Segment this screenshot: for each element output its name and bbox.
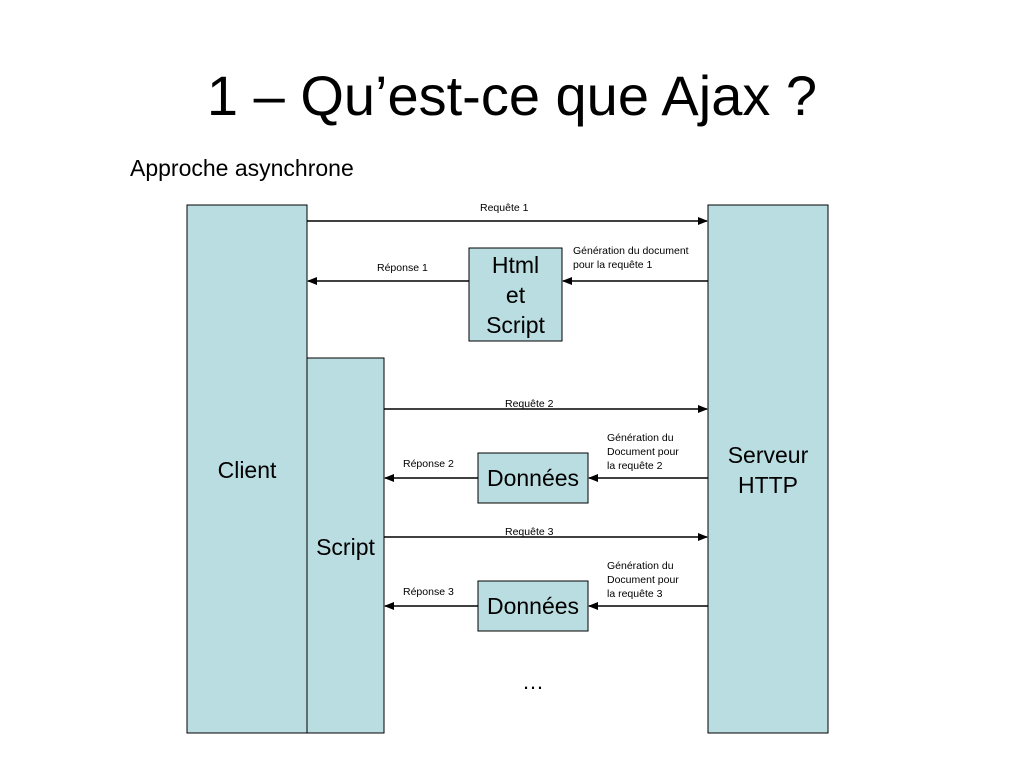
data-box-1-label: Données: [486, 465, 580, 491]
generation-note-2: Génération du Document pour la requête 2: [607, 432, 679, 472]
server-box: [707, 204, 829, 734]
generation-note-3: Génération du Document pour la requête 3: [607, 560, 679, 600]
data-box-2-label: Données: [486, 593, 580, 619]
continuation-ellipsis: …: [522, 669, 544, 694]
generation-note-1: Génération du document pour la requête 1: [573, 245, 689, 271]
response-2-label: Réponse 2: [403, 458, 454, 470]
data-box-1: [477, 452, 589, 504]
request-2-label: Requête 2: [505, 398, 554, 410]
slide-subtitle: Approche asynchrone: [130, 155, 354, 181]
request-3-label: Requête 3: [505, 526, 554, 538]
server-label: Serveur HTTP: [727, 442, 809, 498]
slide-title: 1 – Qu’est-ce que Ajax ?: [206, 64, 818, 127]
html-script-box: [468, 247, 563, 342]
data-box-2: [477, 580, 589, 632]
response-3-label: Réponse 3: [403, 586, 454, 598]
script-box: [306, 357, 385, 734]
request-1-label: Requête 1: [480, 202, 529, 214]
client-label: Client: [217, 457, 277, 483]
html-script-label: Html et Script: [486, 252, 545, 338]
client-box: [186, 204, 308, 734]
script-label: Script: [316, 534, 375, 560]
response-1-label: Réponse 1: [377, 262, 428, 274]
